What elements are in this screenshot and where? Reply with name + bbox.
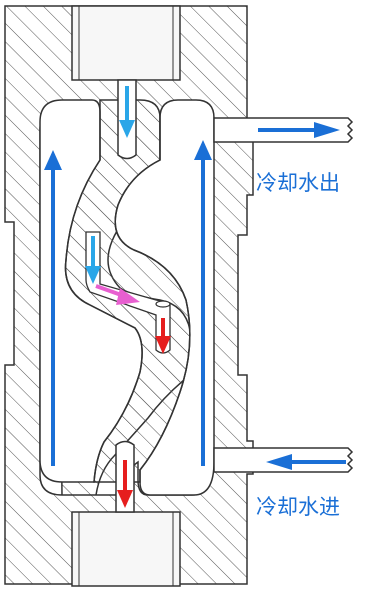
inner-down-arrowhead [85, 266, 101, 284]
passage-end [155, 300, 171, 308]
internal-passage [85, 231, 171, 354]
central-web [64, 99, 191, 483]
bottom-down-arrowhead [117, 490, 133, 508]
inlet-arrowhead [266, 454, 292, 470]
red-inner-arrowhead [155, 336, 171, 354]
diagonal-arrowhead [116, 288, 140, 305]
coolant-in-label: 冷却水进 [256, 495, 340, 519]
right-up-arrowhead [194, 140, 212, 160]
outlet-arrowhead [314, 122, 340, 138]
bottom-insert [71, 511, 181, 587]
top-insert [71, 5, 181, 81]
left-up-arrowhead [44, 150, 62, 170]
top-down-arrowhead [119, 120, 135, 138]
coolant-out-label: 冷却水出 [256, 171, 340, 195]
